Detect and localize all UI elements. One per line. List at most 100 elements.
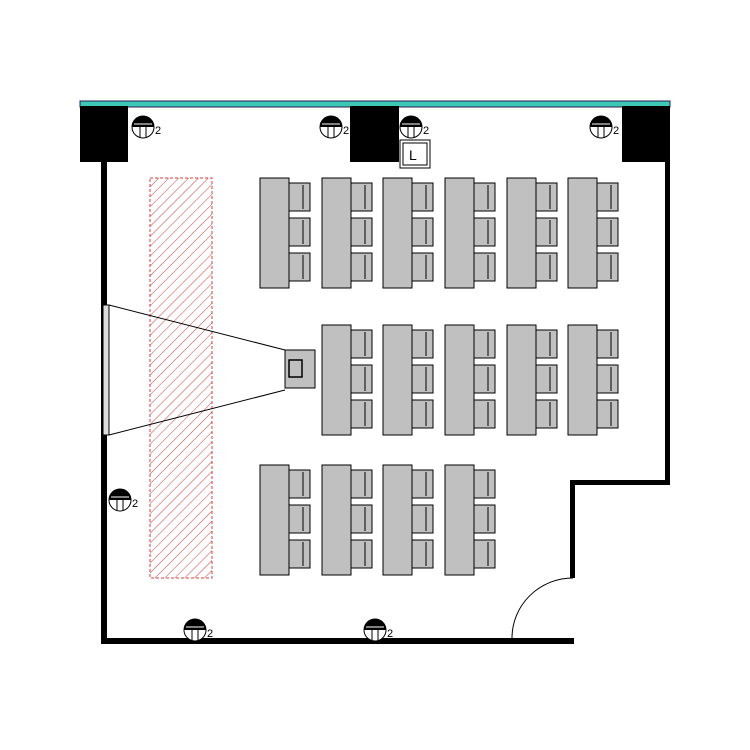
lectern[interactable]: L bbox=[399, 139, 431, 169]
chair[interactable] bbox=[350, 399, 373, 429]
column bbox=[80, 106, 128, 162]
desk-group[interactable] bbox=[382, 324, 434, 436]
door-swing[interactable] bbox=[511, 577, 574, 639]
light-label: 2 bbox=[343, 125, 349, 137]
chair[interactable] bbox=[596, 399, 619, 429]
lights: 2 2 2 2 2 2 2 bbox=[108, 115, 619, 642]
table[interactable] bbox=[382, 464, 413, 576]
chair[interactable] bbox=[411, 182, 434, 212]
table[interactable] bbox=[567, 177, 598, 289]
chair[interactable] bbox=[473, 217, 496, 247]
chair[interactable] bbox=[411, 399, 434, 429]
chair[interactable] bbox=[411, 329, 434, 359]
desk-group[interactable] bbox=[444, 177, 496, 289]
table[interactable] bbox=[321, 177, 352, 289]
chair[interactable] bbox=[411, 217, 434, 247]
table[interactable] bbox=[321, 464, 352, 576]
desk-group[interactable] bbox=[567, 324, 619, 436]
light-fixture[interactable]: 2 bbox=[108, 488, 138, 512]
chair[interactable] bbox=[596, 182, 619, 212]
column bbox=[622, 106, 670, 162]
chair[interactable] bbox=[411, 539, 434, 569]
desk-group[interactable] bbox=[321, 464, 373, 576]
chair[interactable] bbox=[350, 182, 373, 212]
chair[interactable] bbox=[288, 539, 311, 569]
chair[interactable] bbox=[350, 469, 373, 499]
chair[interactable] bbox=[473, 469, 496, 499]
table[interactable] bbox=[444, 464, 475, 576]
chair[interactable] bbox=[596, 252, 619, 282]
desk-group[interactable] bbox=[321, 177, 373, 289]
right-wall bbox=[665, 160, 670, 485]
chair[interactable] bbox=[473, 504, 496, 534]
chair[interactable] bbox=[350, 364, 373, 394]
chair[interactable] bbox=[288, 182, 311, 212]
chair[interactable] bbox=[350, 329, 373, 359]
chair[interactable] bbox=[596, 329, 619, 359]
chair[interactable] bbox=[596, 364, 619, 394]
light-fixture[interactable]: 2 bbox=[183, 618, 213, 642]
table[interactable] bbox=[506, 324, 537, 436]
chair[interactable] bbox=[350, 504, 373, 534]
light-fixture[interactable]: 2 bbox=[363, 618, 393, 642]
table[interactable] bbox=[382, 177, 413, 289]
desk-group[interactable] bbox=[259, 177, 311, 289]
table[interactable] bbox=[567, 324, 598, 436]
table[interactable] bbox=[259, 177, 290, 289]
projector-lens bbox=[288, 359, 303, 378]
chair[interactable] bbox=[411, 504, 434, 534]
chair[interactable] bbox=[350, 252, 373, 282]
stage-area bbox=[149, 177, 213, 579]
chair[interactable] bbox=[288, 252, 311, 282]
projection-screen bbox=[102, 304, 110, 436]
chair[interactable] bbox=[535, 217, 558, 247]
chair[interactable] bbox=[535, 364, 558, 394]
table[interactable] bbox=[259, 464, 290, 576]
desk-group[interactable] bbox=[444, 324, 496, 436]
chair[interactable] bbox=[288, 504, 311, 534]
chair[interactable] bbox=[288, 217, 311, 247]
chair[interactable] bbox=[350, 539, 373, 569]
light-label: 2 bbox=[387, 628, 393, 640]
chair[interactable] bbox=[535, 252, 558, 282]
chair[interactable] bbox=[350, 217, 373, 247]
desk-group[interactable] bbox=[259, 464, 311, 576]
chair[interactable] bbox=[596, 217, 619, 247]
chair[interactable] bbox=[473, 399, 496, 429]
seating bbox=[259, 177, 619, 576]
chair[interactable] bbox=[411, 469, 434, 499]
table[interactable] bbox=[444, 177, 475, 289]
chair[interactable] bbox=[535, 399, 558, 429]
table[interactable] bbox=[382, 324, 413, 436]
chair[interactable] bbox=[473, 252, 496, 282]
projection bbox=[102, 304, 316, 436]
chair[interactable] bbox=[473, 329, 496, 359]
notch-wall-horizontal bbox=[570, 480, 670, 485]
light-label: 2 bbox=[423, 125, 429, 137]
chair[interactable] bbox=[288, 469, 311, 499]
table[interactable] bbox=[321, 324, 352, 436]
desk-group[interactable] bbox=[382, 464, 434, 576]
chair[interactable] bbox=[411, 252, 434, 282]
desk-group[interactable] bbox=[506, 324, 558, 436]
light-fixture[interactable]: 2 bbox=[131, 115, 161, 139]
light-label: 2 bbox=[613, 125, 619, 137]
light-fixture[interactable]: 2 bbox=[319, 115, 349, 139]
chair[interactable] bbox=[411, 364, 434, 394]
chair[interactable] bbox=[473, 364, 496, 394]
desk-group[interactable] bbox=[567, 177, 619, 289]
light-fixture[interactable]: 2 bbox=[589, 115, 619, 139]
table[interactable] bbox=[506, 177, 537, 289]
projection-beam bbox=[108, 389, 286, 436]
desk-group[interactable] bbox=[506, 177, 558, 289]
chair[interactable] bbox=[473, 539, 496, 569]
table[interactable] bbox=[444, 324, 475, 436]
desk-group[interactable] bbox=[321, 324, 373, 436]
desk-group[interactable] bbox=[382, 177, 434, 289]
chair[interactable] bbox=[535, 182, 558, 212]
desk-group[interactable] bbox=[444, 464, 496, 576]
chair[interactable] bbox=[535, 329, 558, 359]
light-fixture[interactable]: 2 bbox=[399, 115, 429, 139]
chair[interactable] bbox=[473, 182, 496, 212]
